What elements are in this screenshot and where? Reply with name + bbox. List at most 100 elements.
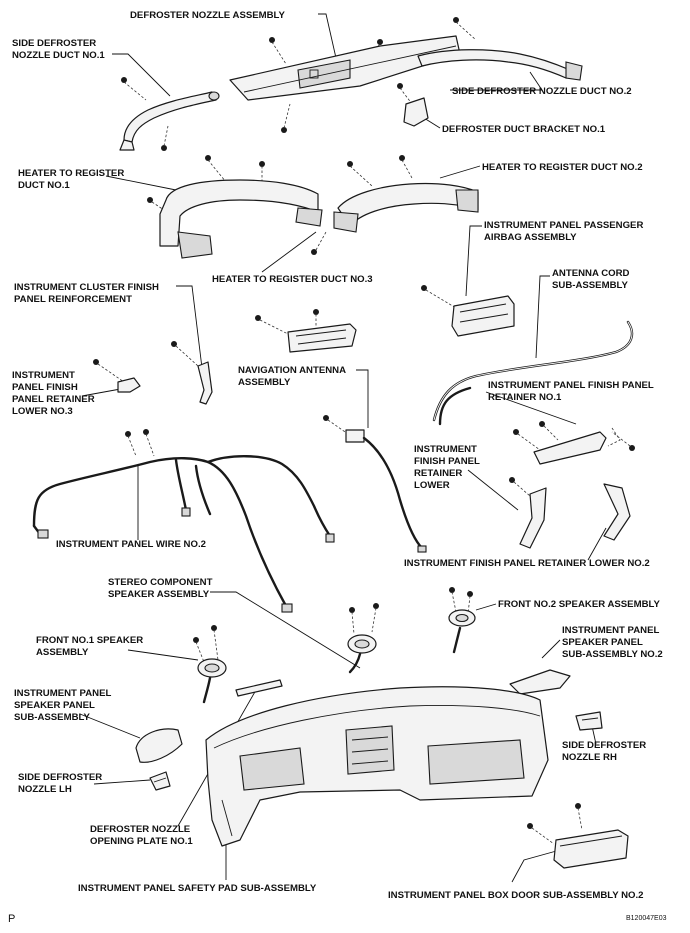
retainer-lower2-bracket xyxy=(603,483,631,541)
dash-guide xyxy=(371,607,377,633)
leader-box-door xyxy=(511,849,561,883)
duct-1-outlet xyxy=(177,231,213,259)
wire-connector xyxy=(37,529,49,539)
label-retainer-lower3-b: PANEL FINISH xyxy=(12,382,78,393)
safety-pad-cluster-opening xyxy=(239,747,305,791)
label-speaker-panel-a: INSTRUMENT PANEL xyxy=(14,688,111,699)
bolt-icon xyxy=(93,359,99,365)
label-opening-plate-b: OPENING PLATE NO.1 xyxy=(90,836,193,847)
finish-panel-retainer-lower-2 xyxy=(603,483,631,541)
retainer-lower-bracket xyxy=(519,487,547,549)
label-speaker-panel-2-a: INSTRUMENT PANEL xyxy=(562,625,659,636)
dash-guide xyxy=(349,165,373,187)
dash-guide xyxy=(283,103,291,129)
dash-guide xyxy=(517,433,541,451)
bolt-icon xyxy=(377,39,383,45)
wire-connector xyxy=(325,533,335,543)
leader-antenna-cord xyxy=(535,275,550,359)
label-speaker-panel-2-c: SUB-ASSEMBLY NO.2 xyxy=(562,649,663,660)
leader-side-duct-1 xyxy=(112,53,171,97)
label-side-defroster-duct-2: SIDE DEFROSTER NOZZLE DUCT NO.2 xyxy=(452,86,632,97)
leader-speaker-panel xyxy=(79,713,141,739)
label-heater-register-duct-1-b: DUCT NO.1 xyxy=(18,180,70,191)
label-speaker-panel-b: SPEAKER PANEL xyxy=(14,700,95,711)
nozzle-rh-shape xyxy=(575,711,603,731)
label-nav-antenna-b: ASSEMBLY xyxy=(238,377,291,388)
bolt-icon xyxy=(143,429,149,435)
label-retainer-lower3-a: INSTRUMENT xyxy=(12,370,75,381)
instrument-panel-box-door xyxy=(553,829,629,869)
bolt-icon xyxy=(255,315,261,321)
antenna-cord-main xyxy=(432,320,634,422)
instrument-panel-safety-pad xyxy=(205,686,549,847)
side-duct-1-foot xyxy=(119,139,135,151)
leader-heater-duct-3 xyxy=(261,231,317,273)
cluster-finish-reinforcement xyxy=(197,361,213,405)
heater-register-duct-3 xyxy=(287,323,357,353)
label-front-no1-speaker-b: ASSEMBLY xyxy=(36,647,89,658)
duct-1-end xyxy=(295,207,323,227)
wire-branch-right xyxy=(206,455,332,538)
safety-pad-stack-slots xyxy=(351,736,389,765)
antenna-cord-core xyxy=(433,321,633,421)
bolt-icon xyxy=(211,625,217,631)
dash-guide xyxy=(315,231,327,251)
nav-antenna-body xyxy=(345,429,365,443)
figure-id: B120047E03 xyxy=(626,915,667,922)
dash-guide xyxy=(271,41,287,65)
label-stereo-speaker-b: SPEAKER ASSEMBLY xyxy=(108,589,210,600)
safety-pad-side-edge xyxy=(221,799,233,837)
retainer-lower-3 xyxy=(117,377,141,393)
nozzle-lh-shape xyxy=(149,771,171,791)
wire-connector xyxy=(281,603,293,613)
label-speaker-panel-2-b: SPEAKER PANEL xyxy=(562,637,643,648)
bolt-icon xyxy=(323,415,329,421)
label-finish-retainer-lower-c: RETAINER xyxy=(414,468,462,479)
leader-lines xyxy=(79,13,607,883)
label-side-defroster-lh-b: NOZZLE LH xyxy=(18,784,72,795)
labels: DEFROSTER NOZZLE ASSEMBLY SIDE DEFROSTER… xyxy=(8,10,667,925)
side-duct-1-tube xyxy=(123,91,217,143)
leader-side-duct-2 xyxy=(450,71,543,91)
bolt-icon xyxy=(449,587,455,593)
front2-speaker-lead xyxy=(452,626,462,654)
safety-pad-center-stack xyxy=(345,725,395,775)
side-duct-1-end xyxy=(208,91,220,101)
side-defroster-duct-1 xyxy=(119,91,220,151)
label-antenna-cord-b: SUB-ASSEMBLY xyxy=(552,280,628,291)
leader-front-no2-speaker xyxy=(475,603,497,611)
defroster-opening-plate xyxy=(235,679,283,697)
defroster-duct-bracket xyxy=(403,97,429,127)
label-front-no2-speaker: FRONT NO.2 SPEAKER ASSEMBLY xyxy=(498,599,660,610)
retainer-1-bar xyxy=(533,431,607,465)
dash-guide xyxy=(611,431,631,447)
label-antenna-cord-a: ANTENNA CORD xyxy=(552,268,630,279)
wire-main-trunk xyxy=(32,457,288,608)
label-side-defroster-rh-b: NOZZLE RH xyxy=(562,752,617,763)
wire-connector xyxy=(181,507,191,517)
label-finish-retainer-lower-b: FINISH PANEL xyxy=(414,456,480,467)
leader-side-defroster-lh xyxy=(93,779,151,785)
finish-panel-retainer-lower xyxy=(519,487,547,549)
page-marker: P xyxy=(8,913,15,925)
dash-guide xyxy=(145,433,155,457)
leader-retainer-lower-2 xyxy=(587,527,607,561)
dash-guide xyxy=(195,641,205,663)
leader-heater-duct-1 xyxy=(105,175,177,191)
bolt-icon xyxy=(347,161,353,167)
retainer-1-guide xyxy=(607,427,621,447)
front1-speaker-lead xyxy=(202,676,212,704)
bolt-icon xyxy=(575,803,581,809)
opening-plate-shape xyxy=(235,679,283,697)
fasteners xyxy=(93,17,635,845)
bolt-icon xyxy=(161,145,167,151)
bolt-icon xyxy=(453,17,459,23)
bolt-icon xyxy=(193,637,199,643)
label-box-door-2: INSTRUMENT PANEL BOX DOOR SUB-ASSEMBLY N… xyxy=(388,890,644,901)
label-panel-wire-2: INSTRUMENT PANEL WIRE NO.2 xyxy=(56,539,206,550)
label-cluster-finish-a: INSTRUMENT CLUSTER FINISH xyxy=(14,282,159,293)
leader-front-no1-speaker xyxy=(127,649,199,661)
bolt-icon xyxy=(421,285,427,291)
duct-3-vanes xyxy=(295,329,347,345)
speaker-panel-2 xyxy=(509,669,571,695)
